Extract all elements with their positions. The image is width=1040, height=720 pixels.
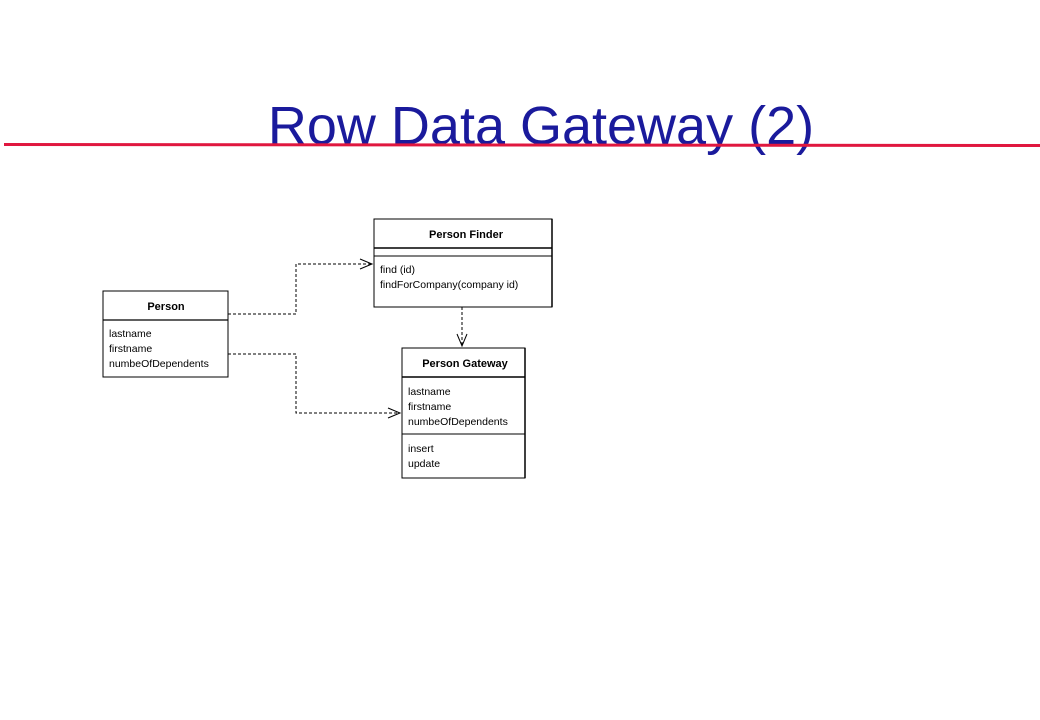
- person-gateway-class-name: Person Gateway: [422, 358, 508, 370]
- person-gateway-attribute-firstname: firstname: [408, 401, 451, 413]
- person-gateway-attribute-lastname: lastname: [408, 386, 451, 398]
- person-finder-class-name: Person Finder: [429, 229, 504, 241]
- gateway-arrowhead-top: [456, 333, 468, 348]
- person-finder-class: Person Finder find (id) findForCompany(c…: [373, 218, 553, 308]
- person-gateway-class-box: [401, 347, 526, 479]
- person-class-name: Person: [147, 301, 185, 313]
- person-class: Person lastname firstname numbeOfDepende…: [102, 290, 229, 378]
- person-to-gateway-dependency: [228, 353, 400, 414]
- title-underline: [4, 143, 1040, 147]
- gateway-arrowhead-left: [387, 407, 402, 419]
- person-gateway-class: Person Gateway lastname firstname numbeO…: [401, 347, 526, 479]
- person-attribute-firstname: firstname: [109, 343, 152, 355]
- person-finder-class-box: [373, 218, 553, 308]
- person-class-box: [102, 290, 229, 378]
- person-to-finder-dependency: [228, 263, 372, 315]
- person-attribute-dependents: numbeOfDependents: [109, 358, 209, 370]
- person-finder-operation-find: find (id): [380, 264, 415, 276]
- person-gateway-attribute-dependents: numbeOfDependents: [408, 416, 508, 428]
- person-gateway-operation-update: update: [408, 458, 440, 470]
- person-finder-operation-findforcompany: findForCompany(company id): [380, 279, 518, 291]
- person-gateway-operation-insert: insert: [408, 443, 434, 455]
- person-attribute-lastname: lastname: [109, 328, 152, 340]
- finder-arrowhead: [359, 258, 374, 270]
